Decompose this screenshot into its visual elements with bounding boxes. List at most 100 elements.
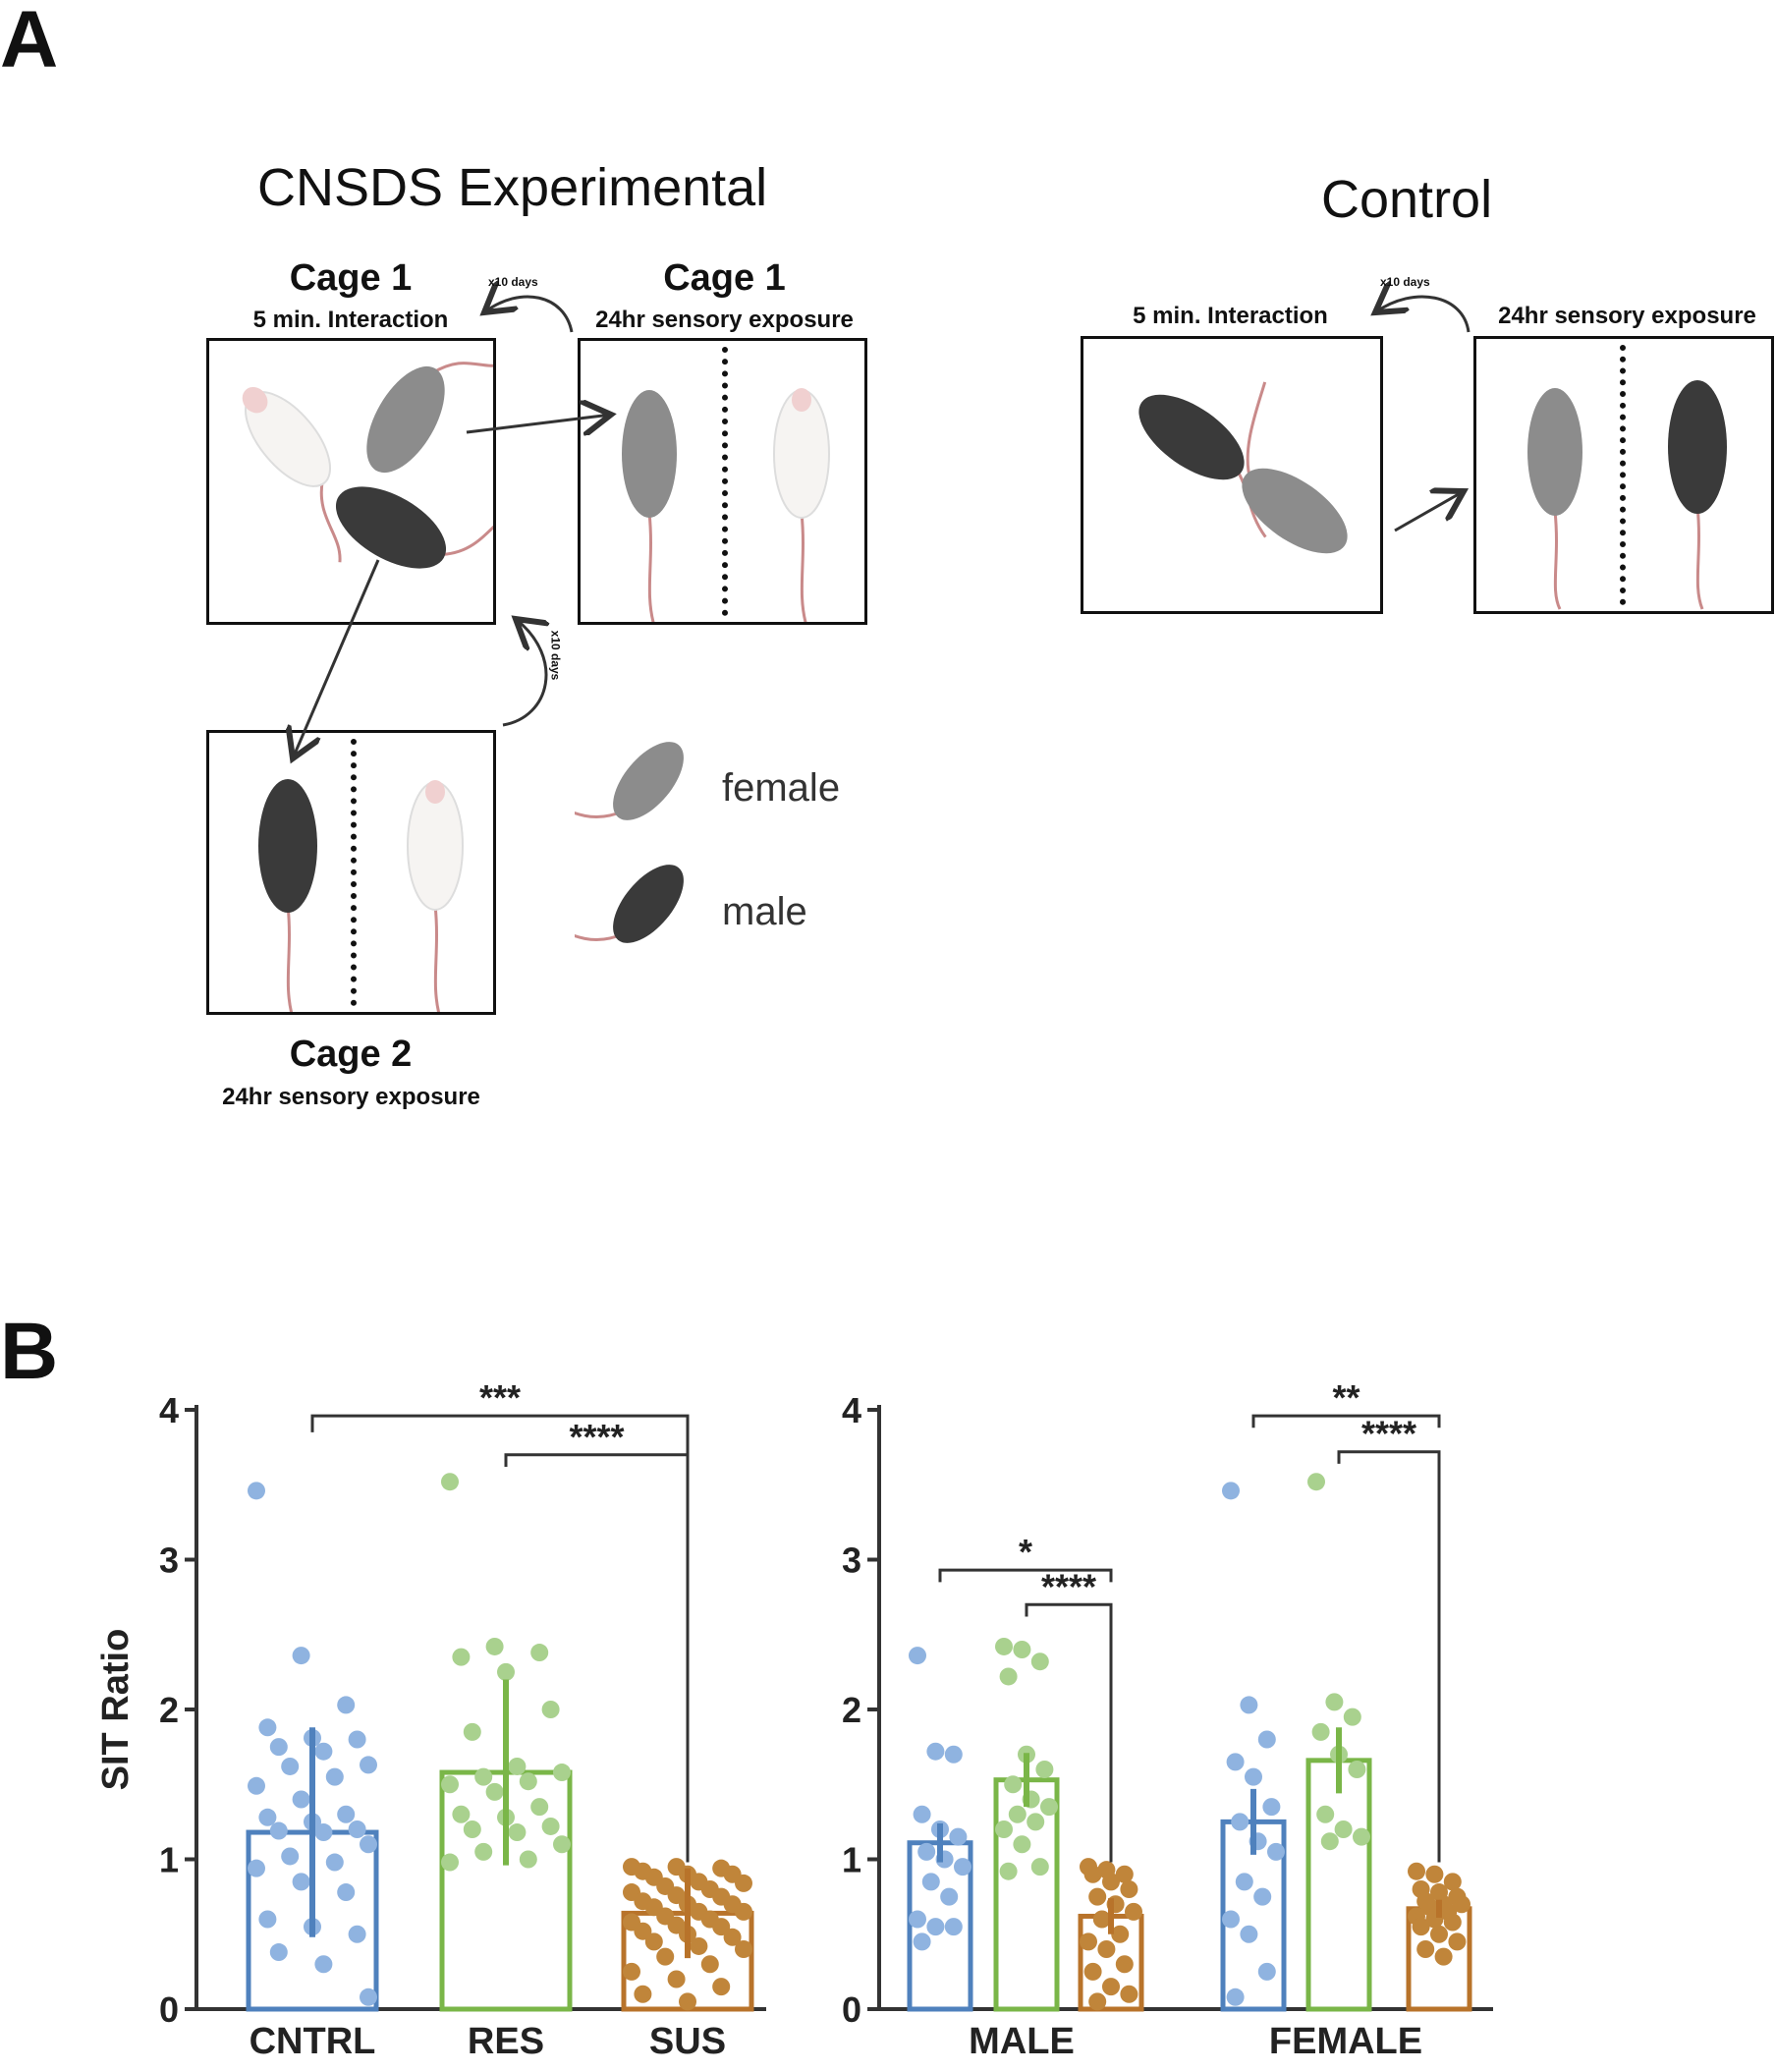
chart1-cntrl-point	[360, 1756, 377, 1774]
chart2-group0-bar0-point	[917, 1842, 936, 1861]
chart1-sus-point	[735, 1940, 752, 1958]
chart1-sus-point	[679, 1992, 696, 2011]
chart1-res-point	[553, 1764, 571, 1782]
chart2-group1-bar0-point	[1235, 1873, 1253, 1891]
chart1-y-tick-label: 1	[159, 1840, 179, 1880]
chart1-y-tick-label: 3	[159, 1540, 179, 1581]
chart2-y-tick-label: 2	[842, 1690, 861, 1730]
chart1-res-point	[485, 1637, 504, 1655]
chart1-y-tick-label: 2	[159, 1690, 179, 1730]
experimental-days-label: x10 days	[488, 275, 538, 289]
chart2-female-significance-bracket	[1337, 1450, 1441, 1863]
panel-b-label: B	[0, 1307, 59, 1396]
chart2-group0-bar1-point	[1030, 1652, 1049, 1671]
chart2-group0-bar1-point	[995, 1637, 1013, 1655]
chart1-category-label: CNTRL	[250, 2021, 376, 2062]
chart1-cntrl-point	[281, 1847, 300, 1866]
cage1-interaction-box	[206, 338, 496, 625]
chart2-female-significance-bracket	[1251, 1414, 1441, 1428]
chart1-res-point	[541, 1817, 560, 1835]
chart2-male-significance-bracket	[1025, 1602, 1113, 1863]
arrow-cage1-to-exposure	[466, 415, 611, 432]
chart2-group1-bar2-point	[1416, 1940, 1435, 1958]
chart2-group1-bar0-point	[1257, 1962, 1276, 1981]
chart2-group1-bar2-point	[1425, 1865, 1444, 1883]
white-mouse-icon	[773, 388, 830, 622]
chart1-y-tick-label: 0	[159, 1989, 179, 2030]
cage1-interaction-mice	[242, 362, 493, 569]
chart2-group0-bar1-point	[1040, 1798, 1058, 1817]
chart1-cntrl-point	[314, 1823, 333, 1842]
chart1-y-tick-label: 4	[159, 1390, 179, 1430]
chart2-female-significance-label: **	[1332, 1377, 1360, 1418]
chart2-group1-bar2-point	[1412, 1918, 1430, 1936]
female-mouse-icon	[1242, 381, 1348, 554]
chart1-res-point	[474, 1842, 493, 1861]
chart1-res-point	[463, 1820, 481, 1838]
control-exposure-mice	[1527, 380, 1727, 610]
chart2-group0-bar0-point	[940, 1887, 959, 1906]
chart2-group1-bar0-point	[1267, 1842, 1285, 1861]
chart2-group1-bar1-point	[1325, 1693, 1344, 1711]
chart1-cntrl-point	[292, 1647, 310, 1665]
chart2-group0-bar0-point	[921, 1873, 940, 1891]
chart1-res-point	[519, 1772, 537, 1791]
chart2-male-significance-label: ****	[1041, 1566, 1096, 1606]
chart2-group1-bar1-point	[1343, 1708, 1361, 1726]
chart1-cntrl-point	[269, 1943, 288, 1962]
chart1-sus-point	[634, 1985, 652, 2003]
chart2-y-tick-label: 3	[842, 1540, 861, 1581]
chart2-group0-bar1-point	[1030, 1858, 1049, 1876]
chart1-cntrl-point	[281, 1757, 300, 1775]
cage2-exposure-box	[206, 730, 496, 1015]
female-mouse-icon	[366, 362, 493, 474]
chart1-res-point	[530, 1644, 549, 1662]
chart2-group0-bar2-point	[1097, 1940, 1116, 1958]
control-exposure-subtitle: 24hr sensory exposure	[1498, 303, 1756, 329]
cage1-exposure-subtitle: 24hr sensory exposure	[595, 307, 854, 333]
chart2-group0-bar2-point	[1088, 1887, 1107, 1906]
chart2-group0-bar0-point	[926, 1742, 945, 1761]
chart2-male-significance-bracket	[938, 1568, 1113, 1583]
chart1-significance-label: ***	[479, 1377, 521, 1418]
chart2-group0-bar2-point	[1120, 1985, 1138, 2003]
chart2-group1-bar0-point	[1222, 1482, 1240, 1500]
chart2-group0-bar1-bar	[993, 1777, 1060, 2012]
legend-male-label: male	[722, 890, 807, 933]
chart2-group0-bar2-point	[1088, 1992, 1107, 2011]
chart1-significance-bracket	[504, 1453, 690, 1467]
chart2-y-tick-label: 4	[842, 1390, 861, 1430]
chart2-group0-bar2-point	[1120, 1880, 1138, 1898]
chart2-group0-bar1-point	[1035, 1761, 1054, 1778]
chart1-sus-point	[735, 1874, 752, 1892]
chart2-group1-bar0-point	[1245, 1767, 1262, 1786]
chart2-group0-bar2-point	[1092, 1910, 1111, 1929]
cage-divider	[1620, 345, 1626, 605]
cage1-exposure-title: Cage 1	[663, 257, 786, 299]
chart1-res-point	[452, 1805, 471, 1823]
chart2-group1-bar0-point	[1240, 1925, 1258, 1943]
chart2-group1-bar1-point	[1320, 1832, 1339, 1851]
chart1-significance-label: ****	[569, 1417, 624, 1457]
chart2-group1-bar2-point	[1408, 1862, 1425, 1880]
chart1-sus-point	[690, 1936, 708, 1955]
chart2-group0-bar1-point	[999, 1862, 1018, 1880]
chart2-group1-bar0-point	[1231, 1813, 1249, 1831]
chart2-group0-bar2-point	[1083, 1865, 1102, 1883]
chart2-y-tick-label: 0	[842, 1989, 861, 2030]
chart1-cntrl-point	[248, 1482, 265, 1500]
chart1-sus-point	[644, 1932, 663, 1951]
chart2-group1-bar2-point	[1443, 1873, 1462, 1891]
cage-divider	[351, 739, 357, 1006]
chart2-group1-bar0-point	[1253, 1887, 1272, 1906]
chart1-cntrl-point	[314, 1955, 333, 1974]
chart2-group1-bar1-point	[1334, 1820, 1353, 1838]
female-mouse-icon	[575, 742, 684, 820]
cage1-interaction-title: Cage 1	[289, 257, 413, 299]
legend-female-label: female	[722, 766, 841, 810]
chart2-group1-bar0-point	[1257, 1730, 1276, 1749]
cage1-exposure-mice	[622, 388, 830, 622]
chart1-category-label: RES	[468, 2021, 544, 2062]
chart2-group1-bar0-point	[1222, 1910, 1240, 1929]
chart2-group0-bar2-point	[1115, 1865, 1134, 1883]
